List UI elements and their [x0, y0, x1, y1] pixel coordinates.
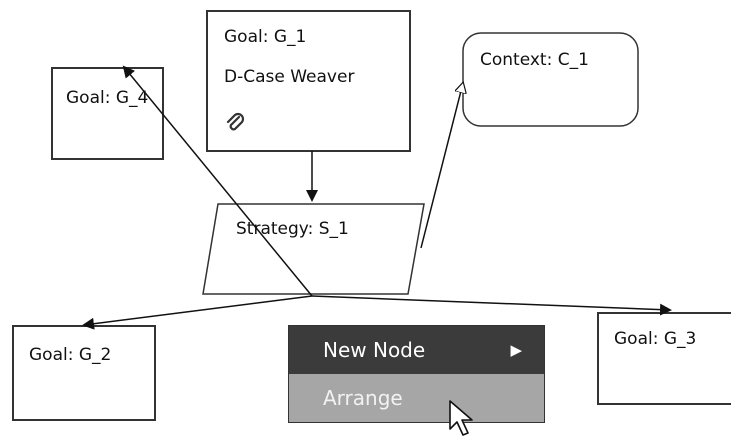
goal-g1-label: Goal: G_1	[224, 27, 307, 47]
paperclip-icon[interactable]	[224, 112, 246, 134]
goal-g3-node[interactable]	[597, 312, 731, 405]
goal-g1-sublabel: D-Case Weaver	[224, 67, 355, 87]
goal-g3-label: Goal: G_3	[614, 329, 697, 349]
context-c1-node[interactable]	[462, 32, 639, 127]
goal-g4-node[interactable]	[51, 67, 164, 160]
new-node-label: New Node	[323, 338, 426, 362]
edge-s1-to-g4[interactable]	[122, 65, 313, 297]
strategy-s1-label: Strategy: S_1	[236, 219, 349, 239]
context-c1-label: Context: C_1	[480, 50, 589, 70]
edge-s1-to-c1[interactable]	[420, 83, 463, 249]
goal-g4-label: Goal: G_4	[66, 88, 149, 108]
arrange-label: Arrange	[323, 386, 403, 410]
menu-item-arrange[interactable]: Arrange	[289, 374, 544, 422]
context-menu: New Node ▶ Arrange	[288, 325, 545, 423]
goal-g2-node[interactable]	[12, 325, 156, 421]
goal-g1-node[interactable]	[206, 10, 411, 152]
edge-s1-to-g2[interactable]	[82, 295, 313, 330]
edge-s1-to-g3[interactable]	[311, 295, 672, 316]
triangle-right-icon: ▶	[510, 341, 522, 359]
strategy-s1-node[interactable]	[202, 203, 425, 295]
menu-item-new-node[interactable]: New Node ▶	[289, 326, 544, 374]
mouse-pointer-icon	[449, 400, 473, 436]
goal-g2-label: Goal: G_2	[29, 345, 112, 365]
